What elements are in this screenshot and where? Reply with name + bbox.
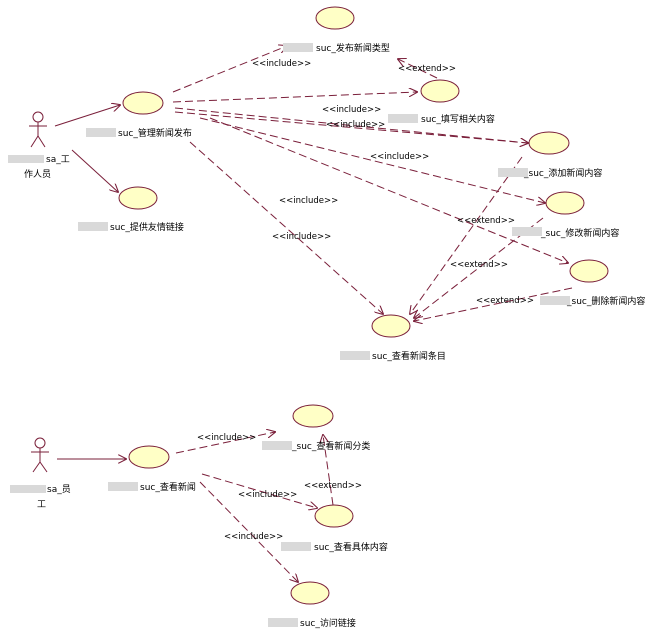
usecase-add-news[interactable]: [528, 131, 570, 155]
usecase-view-news[interactable]: [128, 445, 170, 469]
usecase-view-entries[interactable]: [371, 314, 411, 338]
redacted-text: [10, 485, 46, 493]
usecase-visit-links[interactable]: [290, 581, 330, 605]
stereotype-label: <<include>>: [322, 105, 381, 115]
usecase-manage-publish[interactable]: [122, 91, 164, 115]
include-line: [174, 107, 528, 143]
extend-line: [410, 156, 523, 314]
stereotype-label: <<include>>: [252, 59, 311, 69]
usecase-label-modify-news: _suc_修改新闻内容: [540, 227, 619, 239]
actor-member[interactable]: [31, 437, 49, 473]
actor-staff-label-1: sa_工: [46, 155, 70, 165]
include-line: [174, 111, 528, 143]
usecase-label-publish-type: suc_发布新闻类型: [316, 42, 390, 54]
stereotype-label: <<include>>: [224, 532, 283, 542]
stereotype-label: <<include>>: [272, 232, 331, 242]
include-line: [172, 92, 417, 103]
usecase-fill-content[interactable]: [420, 79, 460, 103]
association-line: [54, 105, 120, 127]
usecase-label-view-detail: suc_查看具体内容: [314, 541, 388, 553]
stereotype-label: <<extend>>: [457, 216, 515, 226]
stereotype-label: <<extend>>: [304, 481, 362, 491]
include-line: [201, 473, 317, 508]
stereotype-label: <<extend>>: [398, 64, 456, 74]
include-line: [175, 432, 275, 454]
usecase-label-provide-links: suc_提供友情链接: [110, 221, 184, 233]
usecase-label-fill-content: suc_填写相关内容: [421, 113, 495, 125]
redaction-blocks: [78, 43, 570, 627]
stereotype-label: <<include>>: [326, 120, 385, 130]
usecase-view-detail[interactable]: [314, 504, 354, 528]
association-line: [71, 149, 118, 192]
extend-line: [398, 59, 438, 79]
actor-member-label-2: 工: [37, 500, 46, 510]
usecase-label-delete-news: _suc_删除新闻内容: [566, 295, 645, 307]
extend-line: [414, 287, 573, 321]
usecase-label-view-category: _suc_查看新闻分类: [291, 440, 370, 452]
stereotype-label: <<include>>: [279, 196, 338, 206]
include-line: [189, 141, 383, 314]
usecase-label-view-news: suc_查看新闻: [140, 481, 196, 493]
usecase-provide-links[interactable]: [118, 186, 158, 210]
usecase-label-manage-publish: suc_管理新闻发布: [118, 127, 192, 139]
usecase-modify-news[interactable]: [545, 191, 585, 215]
usecase-delete-news[interactable]: [569, 259, 609, 283]
stereotype-label: <<extend>>: [476, 296, 534, 306]
actor-staff-label-2: 作人员: [24, 168, 51, 180]
usecase-label-view-entries: suc_查看新闻条目: [372, 350, 446, 362]
actor-staff[interactable]: [29, 111, 47, 148]
stereotype-label: <<include>>: [238, 490, 297, 500]
usecase-label-add-news: _suc_添加新闻内容: [523, 167, 602, 179]
include-line: [172, 46, 287, 93]
usecase-label-visit-links: suc_访问链接: [300, 617, 356, 629]
usecase-unnamed-bottom[interactable]: [292, 404, 334, 428]
stereotype-label: <<include>>: [370, 152, 429, 162]
usecase-unnamed-top[interactable]: [315, 6, 355, 30]
redacted-text: [8, 155, 44, 163]
stereotype-label: <<include>>: [197, 433, 256, 443]
include-line: [209, 117, 568, 263]
stereotype-label: <<extend>>: [450, 260, 508, 270]
actor-member-label-1: sa_员: [47, 484, 71, 495]
